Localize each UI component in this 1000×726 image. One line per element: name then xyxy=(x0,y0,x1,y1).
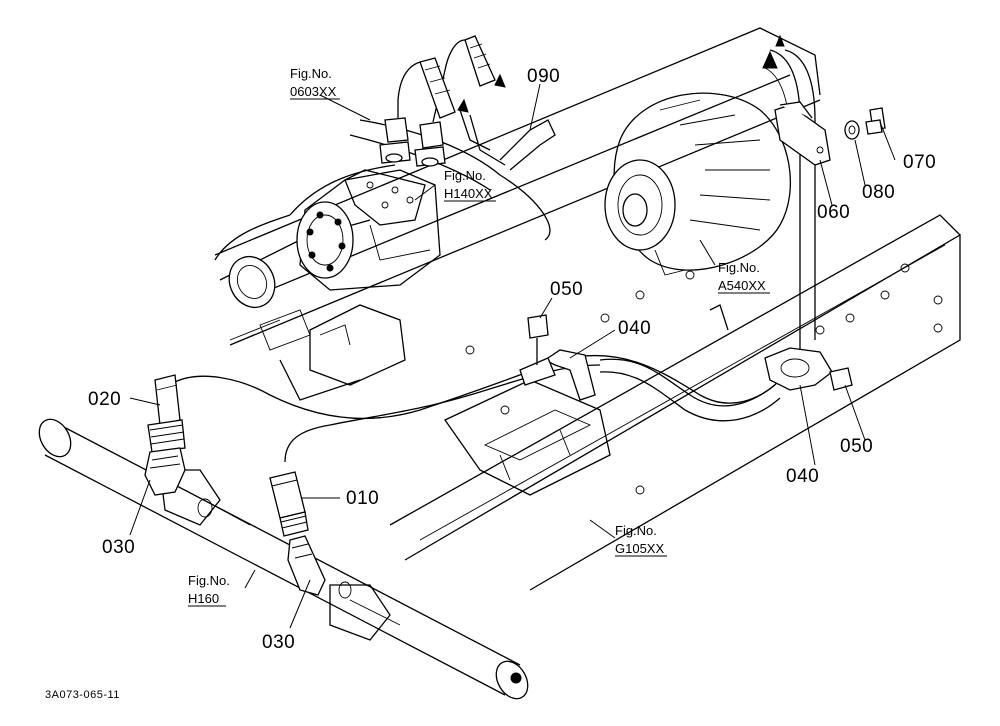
part-label-090: 090 xyxy=(527,66,560,87)
part-label-040-center: 040 xyxy=(618,318,651,339)
fig-ref-0603-prefix: Fig.No. xyxy=(290,66,332,81)
part-label-060: 060 xyxy=(817,202,850,223)
main-hose xyxy=(174,304,853,463)
drawing-code: 3A073-065-11 xyxy=(45,689,120,701)
part-label-010: 010 xyxy=(346,488,379,509)
part-label-080: 080 xyxy=(862,182,895,203)
alternator xyxy=(604,92,792,276)
hose-route xyxy=(762,34,886,350)
fig-ref-g105: G105XX xyxy=(615,541,664,556)
fittings-left xyxy=(144,374,186,496)
fittings-center xyxy=(269,471,326,596)
part-label-030-left: 030 xyxy=(102,537,135,558)
steering-cylinder xyxy=(38,418,529,700)
steering-valve xyxy=(214,119,551,308)
fig-ref-h160: H160 xyxy=(188,591,219,606)
part-label-070: 070 xyxy=(903,152,936,173)
part-label-050-right: 050 xyxy=(840,436,873,457)
part-label-050-center: 050 xyxy=(550,279,583,300)
fig-ref-a540-prefix: Fig.No. xyxy=(718,260,760,275)
fig-ref-h160-prefix: Fig.No. xyxy=(188,573,230,588)
fig-ref-g105-prefix: Fig.No. xyxy=(615,523,657,538)
figure-references: Fig.No. 0603XX Fig.No. H140XX Fig.No. A5… xyxy=(188,66,770,607)
fig-ref-0603: 0603XX xyxy=(290,84,337,99)
fig-ref-h140: H140XX xyxy=(444,186,493,201)
part-labels: 010 020 030 030 040 040 050 050 060 070 … xyxy=(88,66,936,653)
part-label-030-center: 030 xyxy=(262,632,295,653)
fig-ref-a540: A540XX xyxy=(718,278,766,293)
fig-ref-h140-prefix: Fig.No. xyxy=(444,168,486,183)
top-fittings xyxy=(379,35,556,171)
tractor-frame xyxy=(214,27,961,591)
part-label-020: 020 xyxy=(88,389,121,410)
part-label-040-right: 040 xyxy=(786,466,819,487)
